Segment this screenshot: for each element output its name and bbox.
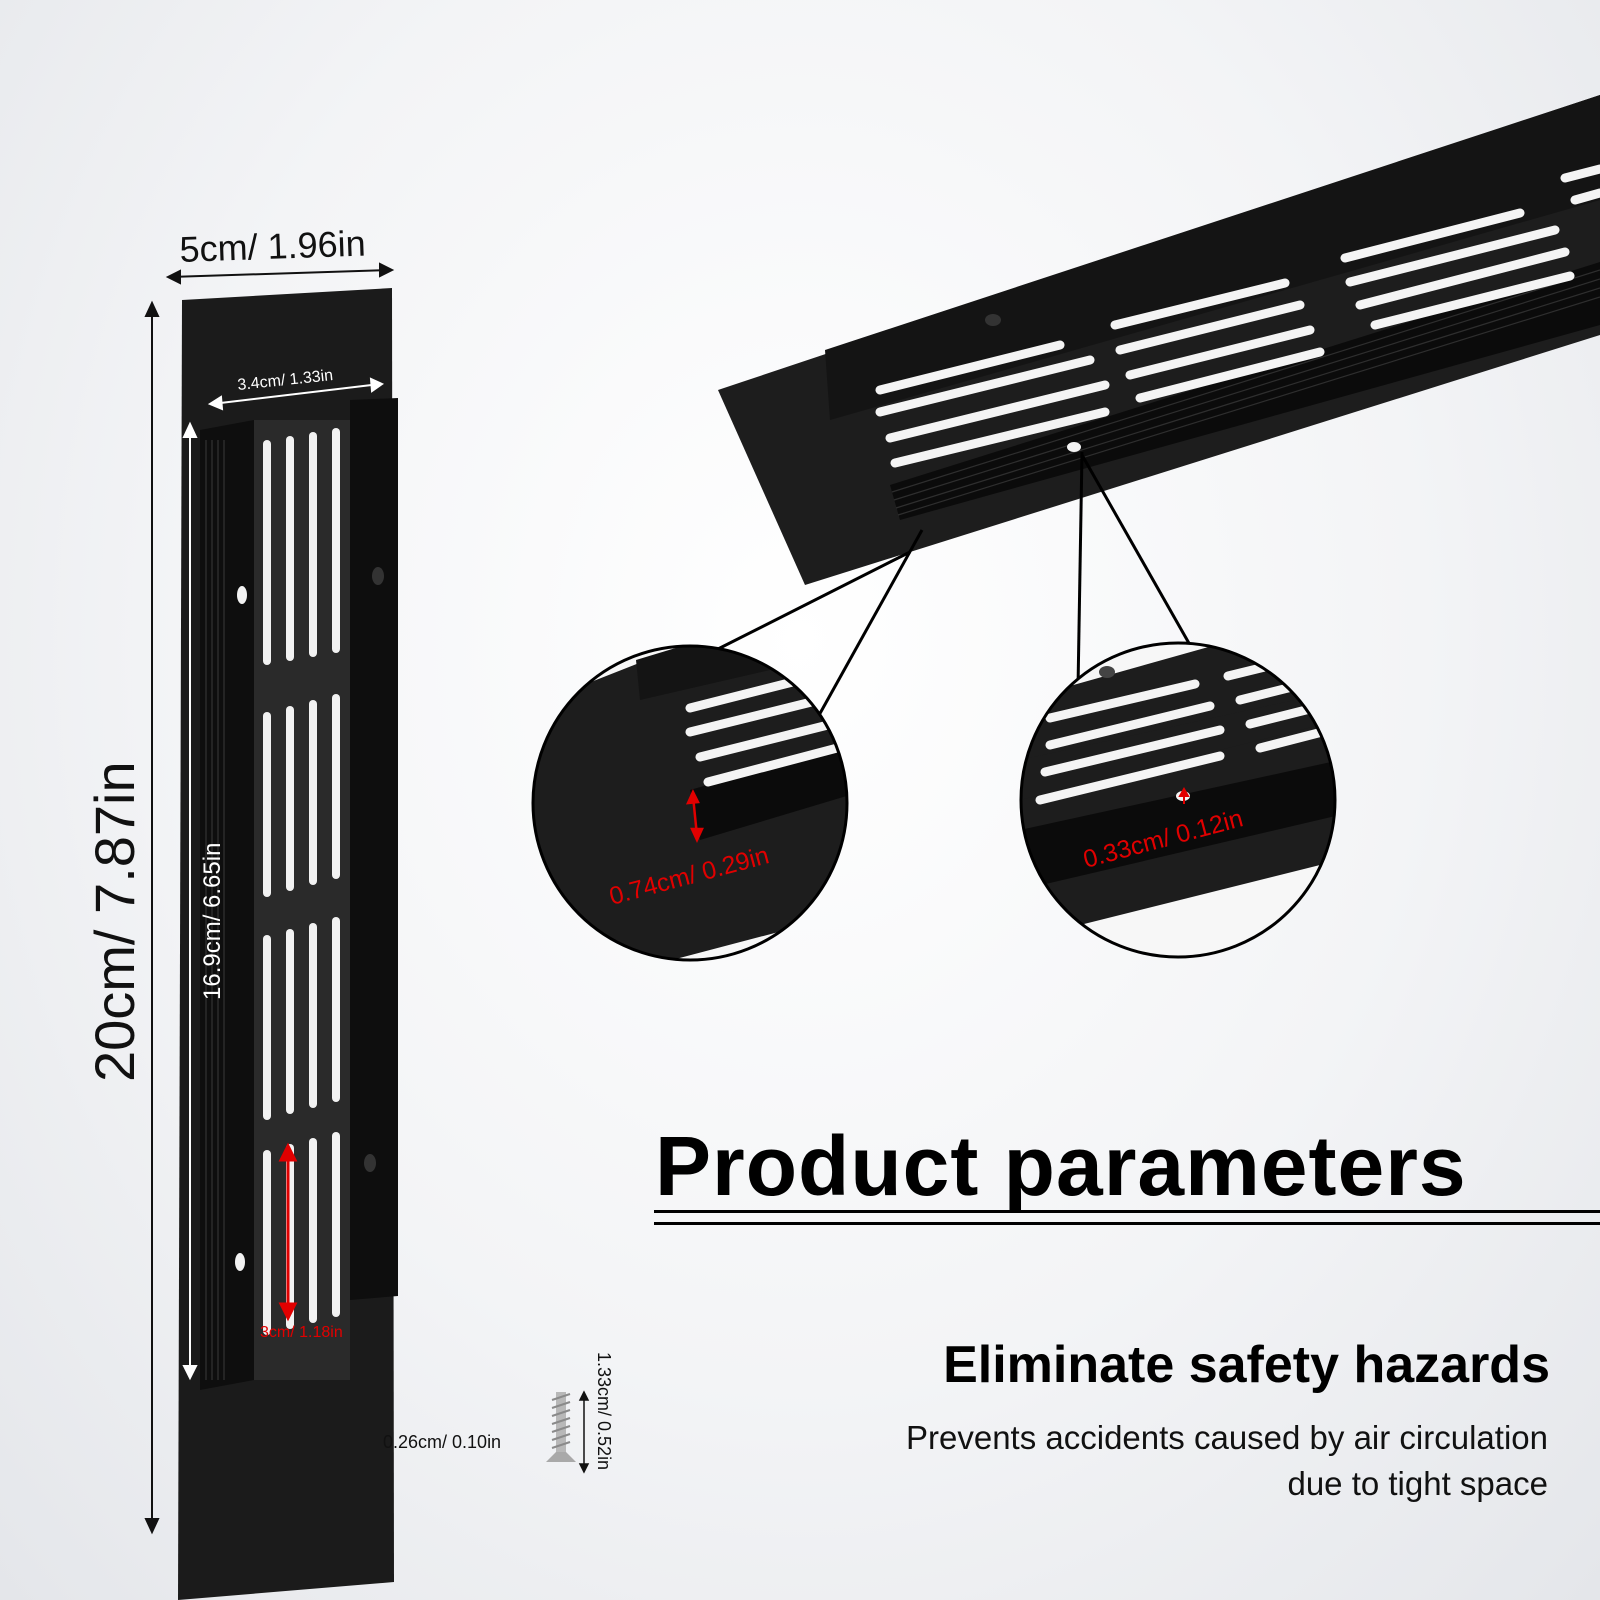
screw-length-arrow <box>578 1390 590 1474</box>
overall-width-label: 5cm/ 1.96in <box>179 223 366 270</box>
feature-description-line-2: due to tight space <box>1287 1465 1548 1502</box>
vent-slots <box>263 428 340 1335</box>
inner-length-label: 16.9cm/ 6.65in <box>199 843 226 1000</box>
inner-width-arrow <box>207 377 385 411</box>
feature-heading: Eliminate safety hazards <box>943 1336 1550 1394</box>
feature-description-line-1: Prevents accidents caused by air circula… <box>906 1419 1548 1456</box>
zoom-circle-hole <box>1021 643 1335 957</box>
angled-slots <box>875 164 1600 468</box>
inner-length-arrow <box>182 421 198 1381</box>
zoom-circle-flange <box>533 646 847 960</box>
title-underline <box>654 1210 1600 1225</box>
angled-upper-rail <box>825 95 1600 420</box>
feature-description: Prevents accidents caused by air circula… <box>788 1415 1548 1507</box>
hole-diameter-arrow <box>1178 786 1190 804</box>
vent-left-rail <box>200 420 254 1390</box>
overall-length-label: 20cm/ 7.87in <box>83 761 146 1082</box>
screw-icon <box>546 1392 576 1462</box>
vent-right-rail <box>350 398 398 1300</box>
screw-diameter-label: 0.26cm/ 0.10in <box>383 1432 501 1452</box>
screw-length-label: 1.33cm/ 0.52in <box>594 1352 614 1470</box>
overall-width-arrow <box>165 262 395 285</box>
flange-height-arrow <box>685 789 704 844</box>
vent-angled-view <box>715 95 1600 718</box>
vent-screw-holes <box>235 567 384 1271</box>
angled-front-face <box>890 262 1600 520</box>
slot-length-arrow <box>278 1142 298 1322</box>
page-title: Product parameters <box>655 1119 1467 1213</box>
overall-length-arrow <box>144 300 160 1535</box>
slot-length-label: 3cm/ 1.18in <box>260 1324 343 1341</box>
